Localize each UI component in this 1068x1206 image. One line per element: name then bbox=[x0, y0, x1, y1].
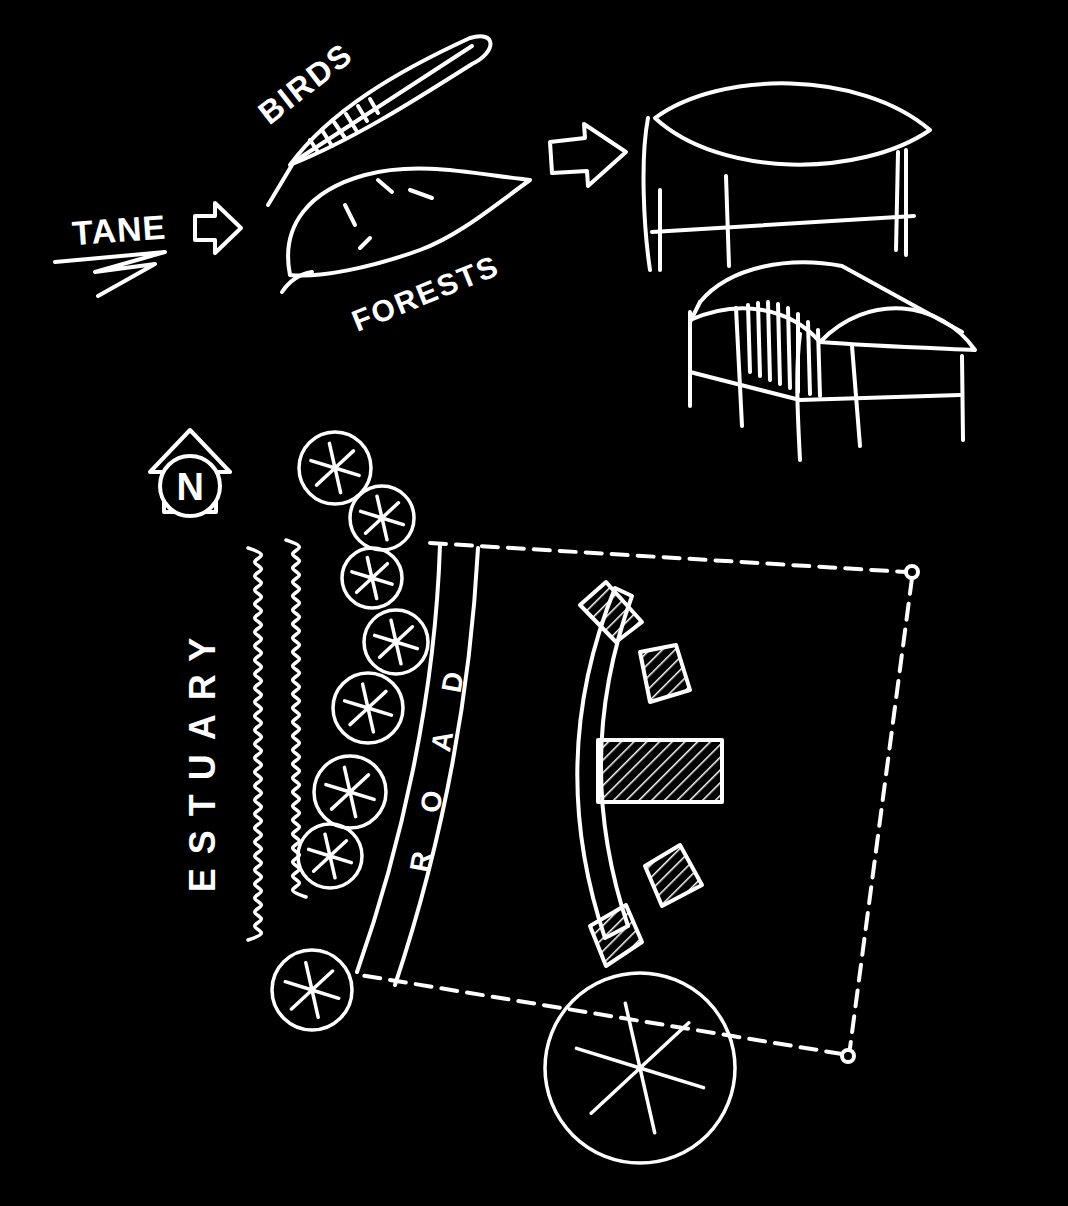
tree-canopy bbox=[342, 548, 402, 608]
leaf-stem bbox=[282, 272, 312, 292]
tree-canopy bbox=[350, 486, 414, 550]
underline-scribble bbox=[55, 252, 165, 296]
building-block bbox=[645, 845, 702, 906]
tree-canopy bbox=[333, 673, 403, 743]
north-circle bbox=[160, 456, 220, 516]
tree-branches bbox=[375, 620, 418, 664]
north-letter: N bbox=[177, 468, 204, 506]
shelter-roof bbox=[820, 308, 975, 350]
concept-word: BIRDS bbox=[251, 37, 359, 131]
leaf-veins bbox=[345, 180, 432, 248]
shelter-post bbox=[644, 118, 650, 270]
tree-branches bbox=[326, 767, 374, 816]
block-arrow bbox=[195, 203, 241, 253]
site-boundary bbox=[360, 543, 912, 1054]
tree-symbol bbox=[314, 756, 386, 828]
tree-canopy bbox=[545, 973, 735, 1163]
tree-branches bbox=[309, 834, 352, 878]
building-block bbox=[598, 740, 722, 802]
sketch-part bbox=[55, 36, 975, 1062]
road-name: ROAD bbox=[399, 630, 476, 913]
tree-symbol bbox=[272, 950, 352, 1030]
tree-symbol bbox=[342, 548, 402, 608]
shelter-beam bbox=[652, 216, 914, 232]
tree-branches bbox=[577, 1003, 704, 1133]
sketch-part bbox=[272, 432, 735, 1163]
building-block bbox=[640, 645, 690, 702]
sketch-part bbox=[248, 540, 306, 940]
tree-canopy bbox=[314, 756, 386, 828]
place-name: ESTUARY bbox=[185, 624, 221, 907]
building-block bbox=[580, 582, 642, 642]
tree-symbol bbox=[364, 610, 428, 674]
block-arrow bbox=[550, 124, 626, 186]
shelter-hatch bbox=[748, 302, 820, 396]
boundary-point bbox=[906, 566, 918, 578]
shelter-beam bbox=[690, 372, 960, 400]
tree-canopy bbox=[298, 824, 362, 888]
tree-branches bbox=[345, 684, 392, 732]
tree-branches bbox=[352, 558, 392, 599]
shelter-post bbox=[690, 308, 963, 460]
tree-symbol bbox=[298, 824, 362, 888]
tree-branches bbox=[311, 443, 359, 492]
building-block bbox=[590, 905, 642, 966]
sketch-part bbox=[580, 582, 722, 966]
estuary-wave bbox=[248, 548, 261, 940]
tree-symbol bbox=[350, 486, 414, 550]
tree-symbol bbox=[545, 973, 735, 1163]
estuary-wave bbox=[286, 540, 306, 897]
shelter-roof bbox=[655, 83, 930, 164]
shelter-roof bbox=[700, 262, 962, 332]
tree-canopy bbox=[364, 610, 428, 674]
feather-hatch bbox=[310, 99, 378, 152]
shelter-post bbox=[660, 150, 906, 270]
tree-canopy bbox=[272, 950, 352, 1030]
boundary-point bbox=[842, 1050, 854, 1062]
tree-branches bbox=[361, 496, 404, 540]
tree-symbol bbox=[333, 673, 403, 743]
concept-word: TANE bbox=[69, 210, 166, 251]
tree-branches bbox=[285, 963, 338, 1018]
